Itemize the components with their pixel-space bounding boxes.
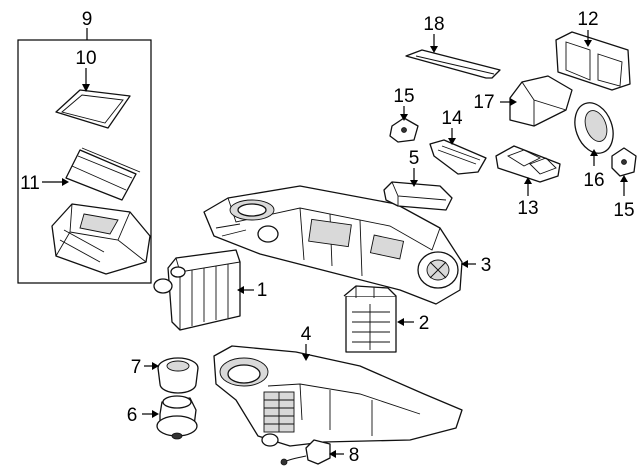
callout-13: 13 <box>517 198 538 219</box>
callout-16: 16 <box>583 170 604 191</box>
callout-labels: 9 10 11 1 2 3 4 5 6 7 8 12 13 14 15 15 1… <box>20 9 634 466</box>
part-15-actuator-left <box>389 117 419 143</box>
leader-lines <box>42 30 628 458</box>
callout-1: 1 <box>257 280 268 301</box>
callout-10: 10 <box>75 48 96 69</box>
callout-6: 6 <box>127 405 138 426</box>
part-7-ring <box>157 357 199 394</box>
callout-15-right: 15 <box>613 200 634 221</box>
filter-group-box <box>17 28 152 284</box>
callout-18: 18 <box>423 14 444 35</box>
callout-8: 8 <box>349 445 360 466</box>
part-6-blower-motor <box>156 395 198 440</box>
callout-4: 4 <box>301 324 312 345</box>
part-13-mode-door <box>495 145 561 183</box>
part-11-filter-element <box>65 147 141 201</box>
callout-14: 14 <box>441 108 463 129</box>
callout-3: 3 <box>481 255 492 276</box>
part-5-bracket <box>383 181 453 211</box>
callout-15-left: 15 <box>393 86 414 107</box>
part-12-grille <box>555 31 631 91</box>
callout-12: 12 <box>577 9 598 30</box>
part-18-cover <box>405 49 501 79</box>
part-2-heater-core <box>343 285 397 353</box>
callout-7: 7 <box>131 357 142 378</box>
callout-5: 5 <box>409 148 420 169</box>
part-1-core <box>153 249 241 331</box>
part-3-hvac-case <box>203 185 463 305</box>
part-8-connector <box>280 439 331 466</box>
callout-11: 11 <box>20 173 40 194</box>
part-9-filter-housing <box>51 203 151 275</box>
part-14-door <box>429 139 487 175</box>
callout-17: 17 <box>473 92 494 113</box>
part-17-duct <box>509 75 573 127</box>
part-4-lower-case <box>213 345 463 447</box>
callout-9: 9 <box>82 9 93 30</box>
part-10-filter-frame <box>55 89 131 129</box>
part-15-actuator-right <box>611 147 637 177</box>
callout-2: 2 <box>419 313 430 334</box>
part-16-damper <box>574 102 614 154</box>
